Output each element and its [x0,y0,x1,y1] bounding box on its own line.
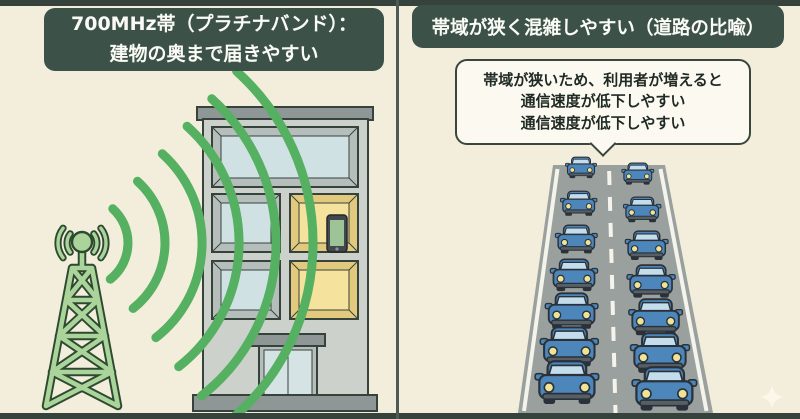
window-bevel [348,309,359,320]
car-icon [564,156,598,179]
left-title-line1: 700MHz帯（プラチナバンド）： [71,13,357,36]
road-center-dashed-line [607,164,618,413]
wave-arc [105,204,133,284]
speech-bubble: 帯域が狭いため、利用者が増えると 通信速度が低下しやすい 通信速度が低下しやすい [455,59,751,145]
smartphone-icon [326,214,348,253]
window-bevel [289,193,300,204]
window-bevel [348,260,359,271]
road-edge-line-left [522,168,560,412]
window-bevel [348,177,359,188]
right-panel-title: 帯域が狭く混雑しやすい（道路の比喩） [412,5,784,48]
window-bevel [270,309,281,320]
bubble-line1: 帯域が狭いため、利用者が増えると [483,71,723,90]
frame-strip-bottom [0,413,800,419]
window-bevel [211,177,222,188]
window-bevel [289,242,300,253]
window-bevel [348,242,359,253]
window-bevel [211,242,222,253]
left-title-line2: 建物の奥まで届きやすい [109,42,319,65]
wave-arc [151,149,207,343]
wave-arc [231,66,318,413]
left-panel-illustration [0,66,378,413]
bubble-line2: 通信速度が低下しやすい [520,92,686,111]
building-base [192,394,378,412]
antenna-head [70,230,94,254]
sparkle-icon [760,385,784,409]
panel-divider [396,0,399,419]
window-glass [220,135,350,179]
wave-arc [128,176,170,313]
window-bevel [289,260,300,271]
wave-arc [174,121,244,372]
window-glass [220,202,272,244]
road-edge-line-right [658,168,709,412]
window-bevel [211,193,222,204]
left-panel-title: 700MHz帯（プラチナバンド）： 建物の奥まで届きやすい [44,8,384,71]
window-bevel [211,260,222,271]
bubble-line3: 通信速度が低下しやすい [520,113,686,132]
right-panel-illustration [518,156,784,413]
window-bevel [289,309,300,320]
wave-arc [196,94,281,401]
radio-tower-icon [46,228,118,406]
frame-strip-top [0,0,800,6]
window-bevel [211,126,222,137]
window-bevel [348,193,359,204]
right-title-text: 帯域が狭く混雑しやすい（道路の比喩） [431,17,765,39]
window-bevel [348,126,359,137]
building-icon [192,106,378,412]
radio-waves-icon [105,66,318,413]
